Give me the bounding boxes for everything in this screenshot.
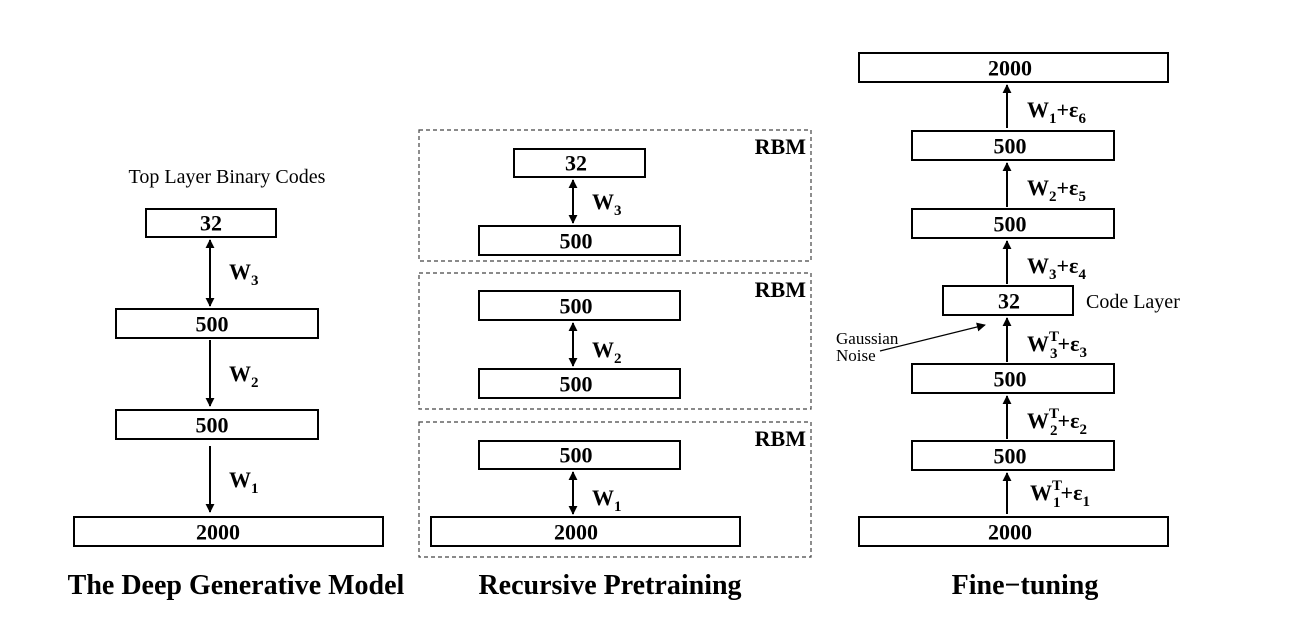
pretraining-title: Recursive Pretraining (478, 570, 741, 601)
svg-text:32: 32 (998, 289, 1020, 314)
generative-model-panel: Top Layer Binary Codes 32 W3 500 W2 500 … (68, 166, 405, 601)
finetuning-title: Fine−tuning (952, 570, 1099, 601)
svg-text:2000: 2000 (988, 520, 1032, 545)
svg-text:RBM: RBM (755, 277, 807, 302)
svg-text:500: 500 (196, 312, 229, 337)
rbm-box-w1: RBM 500 W1 2000 (418, 421, 812, 558)
gen-layer-500-lower: 500 (115, 409, 319, 440)
ft-layer-500-5: 500 (911, 130, 1115, 161)
rbm-box-w3: RBM 32 W3 500 (418, 129, 812, 262)
svg-text:500: 500 (560, 294, 593, 319)
svg-text:2000: 2000 (196, 520, 240, 545)
ft-layer-2000-bottom: 2000 (858, 516, 1169, 547)
svg-text:32: 32 (200, 211, 222, 236)
svg-text:500: 500 (560, 443, 593, 468)
ft-layer-500-2: 500 (911, 440, 1115, 471)
svg-text:500: 500 (994, 367, 1027, 392)
svg-text:RBM: RBM (755, 426, 807, 451)
ft-layer-500-4: 500 (911, 208, 1115, 239)
svg-text:32: 32 (565, 151, 587, 176)
svg-text:W1: W1 (592, 485, 622, 515)
pretraining-panel: RBM 32 W3 500 RBM 500 W2 500 RBM 500 W (418, 129, 812, 601)
ft-weight-w2-eps5: W2+ε5 (1027, 175, 1086, 205)
gen-weight-w1: W1 (229, 467, 259, 497)
gen-layer-32: 32 (145, 208, 277, 238)
ft-layer-2000-top: 2000 (858, 52, 1169, 83)
svg-text:2000: 2000 (554, 520, 598, 545)
svg-text:2000: 2000 (988, 56, 1032, 81)
finetuning-panel: 2000 W1+ε6 500 W2+ε5 500 W3+ε4 32 Code L… (836, 52, 1180, 601)
svg-text:500: 500 (560, 372, 593, 397)
gen-layer-2000: 2000 (73, 516, 384, 547)
gaussian-noise-arrow (879, 322, 986, 352)
svg-text:RBM: RBM (755, 134, 807, 159)
ft-layer-32-code: 32 (942, 285, 1074, 316)
gen-layer-500-upper: 500 (115, 308, 319, 339)
svg-text:500: 500 (196, 413, 229, 438)
svg-text:500: 500 (560, 229, 593, 254)
top-layer-label: Top Layer Binary Codes (129, 166, 326, 188)
ft-weight-w1-eps6: W1+ε6 (1027, 97, 1086, 127)
code-layer-label: Code Layer (1086, 291, 1180, 313)
gaussian-noise-label-line2: Noise (836, 346, 876, 365)
svg-text:W2: W2 (592, 337, 622, 367)
gaussian-noise-label-line1: Gaussian (836, 329, 899, 348)
gen-weight-w3: W3 (229, 259, 259, 289)
gen-weight-w2: W2 (229, 361, 259, 391)
svg-text:500: 500 (994, 134, 1027, 159)
svg-text:500: 500 (994, 212, 1027, 237)
generative-model-title: The Deep Generative Model (68, 570, 405, 601)
svg-text:500: 500 (994, 444, 1027, 469)
rbm-box-w2: RBM 500 W2 500 (418, 272, 812, 410)
ft-layer-500-3: 500 (911, 363, 1115, 394)
svg-text:W3: W3 (592, 189, 622, 219)
ft-weight-w3-eps4: W3+ε4 (1027, 253, 1086, 283)
